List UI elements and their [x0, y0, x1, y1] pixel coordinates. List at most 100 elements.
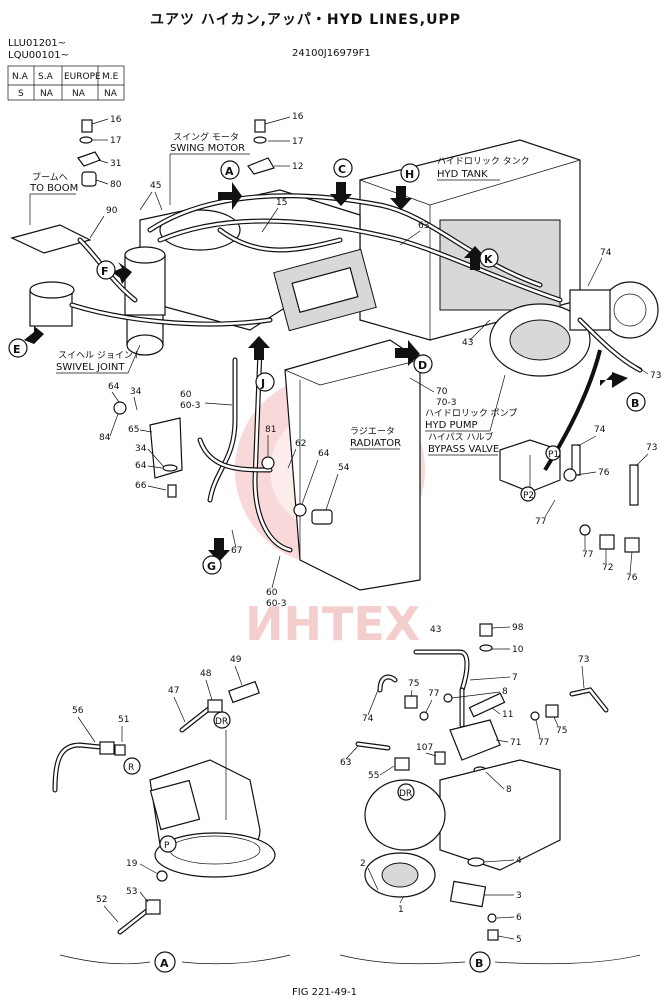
- callout-b: B: [631, 397, 639, 410]
- part-number: 60-3: [266, 599, 286, 609]
- part-number: 74: [362, 714, 374, 724]
- part-number: 5: [516, 935, 522, 945]
- part-number: 107: [416, 743, 433, 753]
- spec-value: NA: [40, 89, 54, 99]
- part-number: 64: [108, 382, 120, 392]
- part-number: 73: [578, 655, 589, 665]
- part-number: 10: [512, 645, 524, 655]
- part-number: 84: [99, 433, 111, 443]
- spec-header: EUROPE: [64, 72, 101, 82]
- part-number: 56: [72, 706, 84, 716]
- part-number: 3: [516, 891, 522, 901]
- part-number: 60: [266, 588, 278, 598]
- part-number: 77: [535, 517, 546, 527]
- part-number: 77: [582, 550, 593, 560]
- spec-value: NA: [104, 89, 118, 99]
- part-number: 34: [130, 387, 142, 397]
- callout-e: E: [13, 343, 21, 356]
- part-number: 65: [128, 425, 139, 435]
- part-number: 16: [292, 112, 304, 122]
- part-number: 34: [135, 444, 147, 454]
- part-number: 2: [360, 859, 366, 869]
- swivel-label: SWIVEL JOINT: [56, 362, 125, 373]
- part-number: 15: [276, 198, 287, 208]
- part-number: 4: [516, 856, 522, 866]
- callout-d: D: [418, 359, 427, 372]
- part-number: 17: [292, 137, 303, 147]
- hyd-pump-jp: ハイドロリック ポンプ: [425, 408, 517, 419]
- bypass-label: BYPASS VALVE: [428, 444, 499, 455]
- callout-a: A: [225, 165, 234, 178]
- part-number: 77: [538, 738, 549, 748]
- part-number: 52: [96, 895, 107, 905]
- part-number: 98: [512, 623, 524, 633]
- part-number: 75: [556, 726, 567, 736]
- part-number: 53: [126, 887, 137, 897]
- part-number: 48: [200, 669, 212, 679]
- serial-2: LQU00101~: [8, 50, 69, 61]
- detail-b: DR 43 98 10 7 73 75 77 8 74 11 77 75 63 …: [339, 623, 641, 973]
- part-number: 54: [338, 463, 350, 473]
- port-dr-b: DR: [399, 789, 412, 799]
- swing-motor-jp: スイング モータ: [173, 131, 239, 143]
- part-number: 17: [110, 136, 121, 146]
- radiator-label: RADIATOR: [350, 438, 401, 449]
- to-boom-jp: ブームへ: [32, 171, 68, 183]
- part-number: 51: [118, 715, 129, 725]
- part-number: 55: [368, 771, 379, 781]
- part-number: 63: [340, 758, 351, 768]
- part-number: 64: [318, 449, 330, 459]
- swivel-jp: スイヘル ジョイント: [58, 351, 142, 361]
- callout-c: C: [338, 163, 346, 176]
- hyd-tank-jp: ハイドロリック タンク: [437, 156, 530, 167]
- part-number: 47: [168, 686, 179, 696]
- part-number: 60-3: [180, 401, 200, 411]
- part-number: 62: [295, 439, 306, 449]
- callouts: A B C D E F G H J K: [8, 158, 646, 575]
- serial-1: LLU01201~: [8, 38, 66, 49]
- hoses: [69, 193, 643, 553]
- part-number: 16: [110, 115, 122, 125]
- part-number: 70-3: [436, 398, 456, 408]
- part-number: 31: [110, 159, 121, 169]
- swing-motor-label: SWING MOTOR: [170, 143, 245, 154]
- part-number: 60: [180, 390, 192, 400]
- part-number: 76: [626, 573, 638, 583]
- hyd-tank-label: HYD TANK: [437, 169, 488, 180]
- part-number: 81: [265, 425, 276, 435]
- part-number: 71: [510, 738, 521, 748]
- main-assembly: [10, 119, 659, 591]
- page-title: ユアツ ハイカン,アッパ・HYD LINES,UPP: [150, 12, 461, 28]
- port-p1: P1: [548, 450, 559, 460]
- detail-b-label: B: [475, 957, 483, 970]
- part-number: 43: [462, 338, 473, 348]
- part-number: 73: [650, 371, 661, 381]
- spec-value: NA: [72, 89, 86, 99]
- part-number: 72: [602, 563, 613, 573]
- watermark-text: ИНТЕХ: [245, 597, 420, 651]
- component-labels: ブームへ TO BOOM スイング モータ SWING MOTOR ハイドロリッ…: [29, 131, 561, 502]
- spec-header: S.A: [38, 72, 54, 82]
- port-dr: DR: [215, 717, 228, 727]
- spec-value: S: [18, 89, 24, 99]
- port-p2: P2: [523, 491, 534, 501]
- part-number: 7: [512, 673, 518, 683]
- part-number: 6: [516, 913, 522, 923]
- part-number: 43: [430, 625, 441, 635]
- spec-table: N.A S.A EUROPE M.E S NA NA NA: [7, 65, 125, 101]
- callout-j: J: [260, 377, 265, 390]
- part-number: 45: [150, 181, 161, 191]
- part-number: 67: [231, 546, 242, 556]
- part-number: 19: [126, 859, 138, 869]
- part-number: 63: [418, 221, 429, 231]
- port-p: P: [164, 841, 170, 851]
- callout-h: H: [405, 168, 414, 181]
- part-number: 8: [502, 687, 508, 697]
- part-number: 76: [598, 468, 610, 478]
- doc-code: 24100J16979F1: [292, 48, 371, 59]
- part-number: 74: [600, 248, 612, 258]
- detail-a: R DR P 56 51 47 48 49 19 53 52: [52, 655, 291, 973]
- part-numbers-main: 16 17 31 80 90 45 16 17 12 15 63 74 43 7…: [89, 112, 661, 609]
- part-number: 12: [292, 162, 303, 172]
